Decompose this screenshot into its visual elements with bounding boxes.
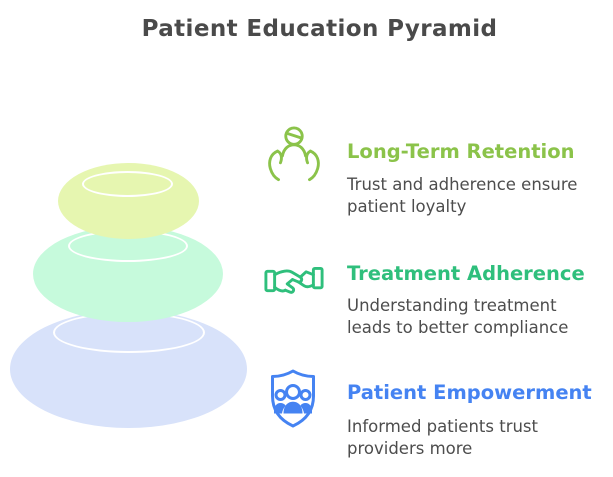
- page-title: Patient Education Pyramid: [141, 16, 498, 42]
- handshake-icon: [263, 258, 325, 304]
- pyramid-level-bottom: [10, 310, 247, 428]
- section-body-long-term-retention: Trust and adherence ensure patient loyal…: [347, 175, 578, 216]
- section-body-patient-empowerment: Informed patients trust providers more: [347, 417, 538, 458]
- shield-people-icon: [266, 368, 320, 430]
- section-heading-long-term-retention: Long-Term Retention: [347, 140, 575, 163]
- section-heading-patient-empowerment: Patient Empowerment: [347, 381, 592, 404]
- pyramid-level-top: [58, 163, 199, 239]
- section-heading-treatment-adherence: Treatment Adherence: [347, 262, 585, 285]
- pebble-ring: [82, 171, 173, 197]
- caring-hands-icon: [265, 123, 323, 187]
- section-body-treatment-adherence: Understanding treatment leads to better …: [347, 296, 569, 337]
- pyramid-level-middle: [33, 226, 223, 322]
